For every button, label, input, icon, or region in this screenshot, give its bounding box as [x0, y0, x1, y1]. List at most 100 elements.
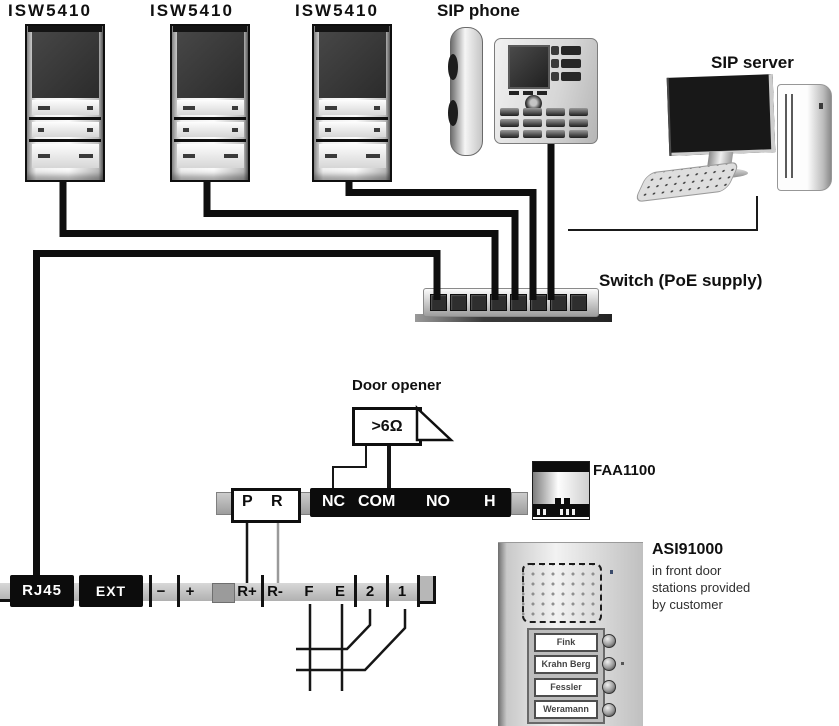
- station-screen: [177, 32, 244, 98]
- asi91000-label: ASI91000: [652, 541, 724, 558]
- nameplate: Krahn Berg: [534, 655, 598, 675]
- server-monitor: [666, 74, 776, 156]
- station-top-bar: [173, 26, 247, 32]
- station-screen: [32, 32, 99, 98]
- server-tower: [777, 84, 832, 191]
- wire-isw3-to-switch: [345, 177, 537, 300]
- nameplate: Fink: [534, 633, 598, 653]
- station-button-row: [177, 122, 244, 137]
- faa1100-notch: [555, 498, 561, 504]
- terminal-no: NO: [426, 493, 450, 510]
- station-button-row: [319, 144, 386, 168]
- phone-side-key: [561, 59, 581, 68]
- terminal-f: F: [304, 583, 314, 600]
- terminal-plus: +: [185, 583, 195, 600]
- phone-softkey: [523, 91, 533, 95]
- nameplate: Fessler: [534, 677, 598, 697]
- panel-dot: [621, 662, 624, 665]
- station-screen: [319, 32, 386, 98]
- terminal-separator: [386, 575, 389, 607]
- switch-label: Switch (PoE supply): [599, 271, 763, 290]
- station-button-row: [32, 144, 99, 168]
- wire-isw1-to-switch: [59, 177, 499, 300]
- station-top-bar: [28, 26, 102, 32]
- handset-mouthpiece: [448, 100, 458, 126]
- rj45-connector: RJ45: [10, 575, 74, 607]
- door-opener-label: Door opener: [352, 377, 442, 394]
- isw5410-station-1: [25, 24, 105, 182]
- isw5410-station-3: [312, 24, 392, 182]
- sip-phone: [494, 38, 598, 144]
- faa1100-top-bar: [533, 462, 589, 472]
- bell-button: [602, 703, 616, 717]
- faa1100-device: [532, 461, 590, 520]
- terminal-separator: [354, 575, 357, 607]
- bell-button: [602, 634, 616, 648]
- asi-note-line-1: in front door: [652, 563, 722, 578]
- phone-softkey: [537, 91, 547, 95]
- station-button-row: [319, 122, 386, 137]
- station-button-row: [319, 100, 386, 115]
- faa1100-terminal-strip: [533, 504, 589, 517]
- sip-phone-label: SIP phone: [437, 1, 520, 20]
- panel-dot: [610, 570, 613, 574]
- band-edge-tick: [0, 599, 12, 602]
- station-top-bar: [315, 26, 389, 32]
- terminal-separator: [261, 575, 264, 607]
- asi-note-line-2: stations provided: [652, 580, 751, 595]
- terminal-tab: [511, 492, 528, 515]
- speaker-grille-icon: [522, 563, 602, 623]
- wire-server-link: [568, 196, 758, 231]
- bell-button: [602, 680, 616, 694]
- phone-side-key: [551, 59, 559, 68]
- isw5410-station-2: [170, 24, 250, 182]
- terminal-separator: [177, 575, 180, 607]
- station-button-row: [177, 100, 244, 115]
- terminal-com: COM: [358, 493, 396, 510]
- faa1100-body: [533, 472, 589, 504]
- handset-earpiece: [448, 54, 458, 80]
- resistor-value: >6Ω: [371, 417, 403, 435]
- terminal-minus: −: [156, 583, 166, 600]
- nameplate: Weramann: [534, 699, 598, 719]
- ext-connector: EXT: [79, 575, 143, 607]
- wire-isw2-to-switch: [203, 177, 519, 300]
- relay-terminal-strip: NC COM NO H: [310, 488, 511, 517]
- switch-shadow: [415, 314, 612, 322]
- phone-keypad: [500, 108, 588, 138]
- wire-resistor-to-nc: [332, 440, 367, 490]
- terminal-2: 2: [365, 583, 375, 600]
- blank-terminal-block: [212, 583, 235, 603]
- terminal-rminus: R-: [267, 583, 283, 600]
- isw5410-label-1: ISW5410: [8, 1, 92, 20]
- terminal-separator: [149, 575, 152, 607]
- terminal-1: 1: [397, 583, 407, 600]
- isw5410-label-2: ISW5410: [150, 1, 234, 20]
- terminal-nc: NC: [322, 493, 346, 510]
- phone-side-key: [561, 46, 581, 55]
- phone-side-key: [561, 72, 581, 81]
- asi91000-door-station: Fink Krahn Berg Fessler Weramann: [498, 542, 643, 726]
- isw5410-label-3: ISW5410: [295, 1, 379, 20]
- wire-terminal-2: [296, 609, 372, 651]
- phone-side-key: [551, 72, 559, 81]
- station-button-row: [32, 100, 99, 115]
- nameplate-block: Fink Krahn Berg Fessler Weramann: [527, 628, 605, 724]
- tower-slot: [791, 94, 793, 178]
- phone-handset: [448, 27, 483, 156]
- phone-screen: [508, 45, 550, 89]
- phone-nav-button: [525, 95, 542, 112]
- tower-slot: [785, 94, 787, 178]
- terminal-h: H: [484, 493, 496, 510]
- station-button-row: [32, 122, 99, 137]
- bell-button: [602, 657, 616, 671]
- faa1100-notch: [564, 498, 570, 504]
- phone-side-key: [551, 46, 559, 55]
- door-opener-flag-icon: [415, 405, 455, 442]
- pr-terminal-strip: P R: [231, 488, 301, 523]
- station-button-row: [177, 144, 244, 168]
- switch-port-3: [470, 294, 487, 311]
- resistor-box: >6Ω: [352, 407, 422, 446]
